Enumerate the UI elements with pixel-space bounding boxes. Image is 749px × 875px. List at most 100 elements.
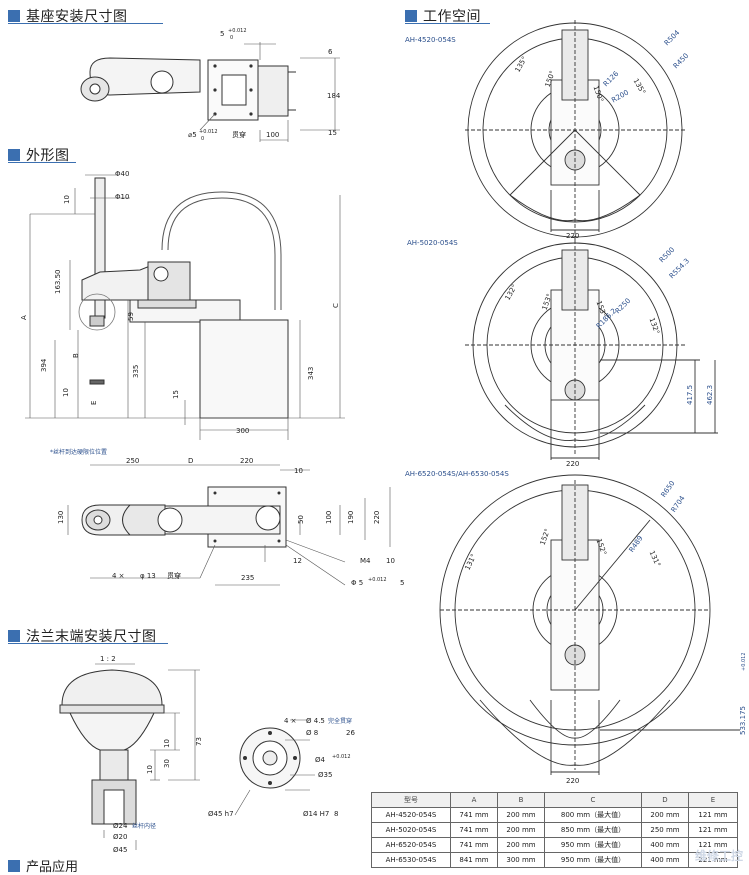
dim-100: 100 — [266, 131, 279, 139]
dim-12: 12 — [293, 557, 302, 565]
flange-drawing: 1 : 2 73 10 30 10 Ø24 丝杆内径 Ø20 Ø45 4 × Ø… — [59, 655, 355, 854]
flange-dim-73: 73 — [195, 737, 203, 746]
dim-B: B — [72, 353, 80, 358]
flange-dim-10: 10 — [163, 739, 171, 748]
dim-220-side: 220 — [373, 511, 381, 524]
section-marker — [8, 630, 20, 642]
dim-10-plan: 10 — [294, 467, 303, 475]
ws3-d533: 533.175 — [739, 706, 747, 735]
col-header-c: C — [544, 792, 642, 808]
col-header-a: A — [450, 792, 498, 808]
col-header-d: D — [641, 792, 689, 808]
flange-phi14: Ø14 H7 — [303, 810, 329, 818]
flange-depth-26: 26 — [346, 729, 355, 737]
dim-hole-top: 5 — [220, 30, 224, 38]
section-header-workspace: 工作空间 — [405, 6, 481, 26]
cell-b: 200 mm — [497, 807, 545, 823]
dim-220-top: 220 — [240, 457, 253, 465]
section-header-flange: 法兰末端安装尺寸图 — [8, 626, 157, 646]
workspace-diagram-2: 132° 153° 153° 132° R500 R554.3 R186.2 R… — [465, 240, 718, 468]
table-row: AH-4520-054S 741 mm 200 mm 800 mm（最大值） 2… — [371, 807, 738, 823]
dim-holes: 4 × — [112, 572, 125, 580]
cell-model: AH-4520-054S — [371, 807, 451, 823]
dim-through: 贯穿 — [232, 130, 246, 139]
ws3-r650: R650 — [660, 479, 677, 499]
flange-phi4-5: Ø 4.5 — [306, 717, 325, 725]
flange-phi14-depth: 8 — [334, 810, 338, 818]
dim-hole-bottom-tol-low: 0 — [201, 136, 204, 142]
dim-hole-bottom-tol: +0.012 — [199, 129, 218, 135]
flange-phi45: Ø45 — [113, 846, 127, 854]
spec-table: 型号 A B C D E AH-4520-054S 741 mm 200 mm … — [371, 792, 738, 868]
dim-A: A — [20, 315, 28, 320]
section-title: 法兰末端安装尺寸图 — [26, 629, 157, 645]
dim-phi40: Φ40 — [115, 170, 129, 178]
section-marker — [8, 10, 20, 22]
flange-dim-10b: 10 — [146, 765, 154, 774]
cell-b: 200 mm — [497, 837, 545, 853]
flange-phi8: Ø 8 — [306, 729, 318, 737]
section-title: 基座安装尺寸图 — [26, 9, 128, 25]
flange-dim-30: 30 — [163, 759, 171, 768]
base-mount-drawing: 5 +0.012 0 6 184 15 100 ⌀5 +0.012 0 贯穿 — [80, 28, 341, 142]
ws3-angle-1: 131° — [464, 553, 478, 572]
section-underline — [405, 23, 490, 24]
ws3-angle-4: 131° — [648, 549, 662, 568]
dim-394: 394 — [40, 358, 48, 372]
section-underline — [8, 23, 163, 24]
dim-250: 250 — [126, 457, 139, 465]
flange-scale: 1 : 2 — [100, 655, 116, 663]
cell-a: 741 mm — [450, 807, 498, 823]
spec-table-header-row: 型号 A B C D E — [371, 792, 738, 808]
col-header-e: E — [688, 792, 738, 808]
section-header-base-mount: 基座安装尺寸图 — [8, 6, 128, 26]
section-underline — [8, 162, 76, 163]
cell-b: 300 mm — [497, 852, 545, 868]
dim-343: 343 — [307, 367, 315, 380]
ws2-d462: 462.3 — [706, 385, 714, 405]
workspace-diagram-1: 135° 150° 150° 135° R504 R450 R126 R200 … — [465, 20, 690, 240]
flange-phi20: Ø20 — [113, 833, 127, 841]
cell-e: 221 mm — [688, 852, 738, 868]
section-header-outline: 外形图 — [8, 145, 70, 165]
dim-C: C — [332, 303, 340, 308]
cell-c: 950 mm（最大值） — [544, 837, 642, 853]
section-title: 工作空间 — [423, 9, 481, 25]
dim-130: 130 — [57, 511, 65, 524]
cell-d: 400 mm — [641, 837, 689, 853]
ws3-r704: R704 — [670, 494, 687, 514]
cell-e: 121 mm — [688, 822, 738, 838]
cell-model: AH-6520-054S — [371, 837, 451, 853]
ws3-angle-2: 152° — [539, 528, 552, 547]
cell-e: 121 mm — [688, 807, 738, 823]
ws3-width-220: 220 — [566, 777, 579, 785]
ws3-r489: R489 — [628, 534, 645, 554]
dim-phi10: Φ10 — [115, 193, 129, 201]
dim-pin-tol: +0.012 — [368, 577, 387, 583]
ws3-d533-tol: +0.012 — [741, 652, 747, 671]
cell-d: 200 mm — [641, 807, 689, 823]
dim-184: 184 — [327, 92, 341, 100]
table-row: AH-5020-054S 741 mm 200 mm 850 mm（最大值） 2… — [371, 822, 738, 838]
cell-a: 841 mm — [450, 852, 498, 868]
dim-59: 59 — [127, 312, 135, 321]
ws2-width-220: 220 — [566, 460, 579, 468]
flange-phi24: Ø24 — [113, 822, 128, 830]
outline-side-drawing: Φ40 Φ10 10 163.50 A 394 B 59 335 343 C 1… — [20, 170, 345, 456]
dim-190: 190 — [347, 511, 355, 524]
flange-phi4: Ø4 — [315, 756, 326, 764]
flange-holes: 4 × — [284, 717, 297, 725]
dim-100: 100 — [325, 511, 333, 524]
section-marker — [8, 859, 20, 872]
workspace-diagram-3: 131° 152° 152° 131° R650 R704 R489 533.1… — [439, 474, 747, 785]
flange-through: 完全贯穿 — [328, 717, 352, 725]
cell-c: 850 mm（最大值） — [544, 822, 642, 838]
model-label-1: AH-4520-054S — [405, 36, 456, 44]
dim-6: 6 — [328, 48, 333, 56]
cell-a: 741 mm — [450, 837, 498, 853]
dim-pin: Φ 5 — [351, 579, 363, 587]
dim-10-bottom: 10 — [62, 388, 70, 397]
table-row: AH-6520-054S 741 mm 200 mm 950 mm（最大值） 4… — [371, 837, 738, 853]
dim-10-top: 10 — [63, 195, 71, 204]
section-marker — [8, 149, 20, 161]
